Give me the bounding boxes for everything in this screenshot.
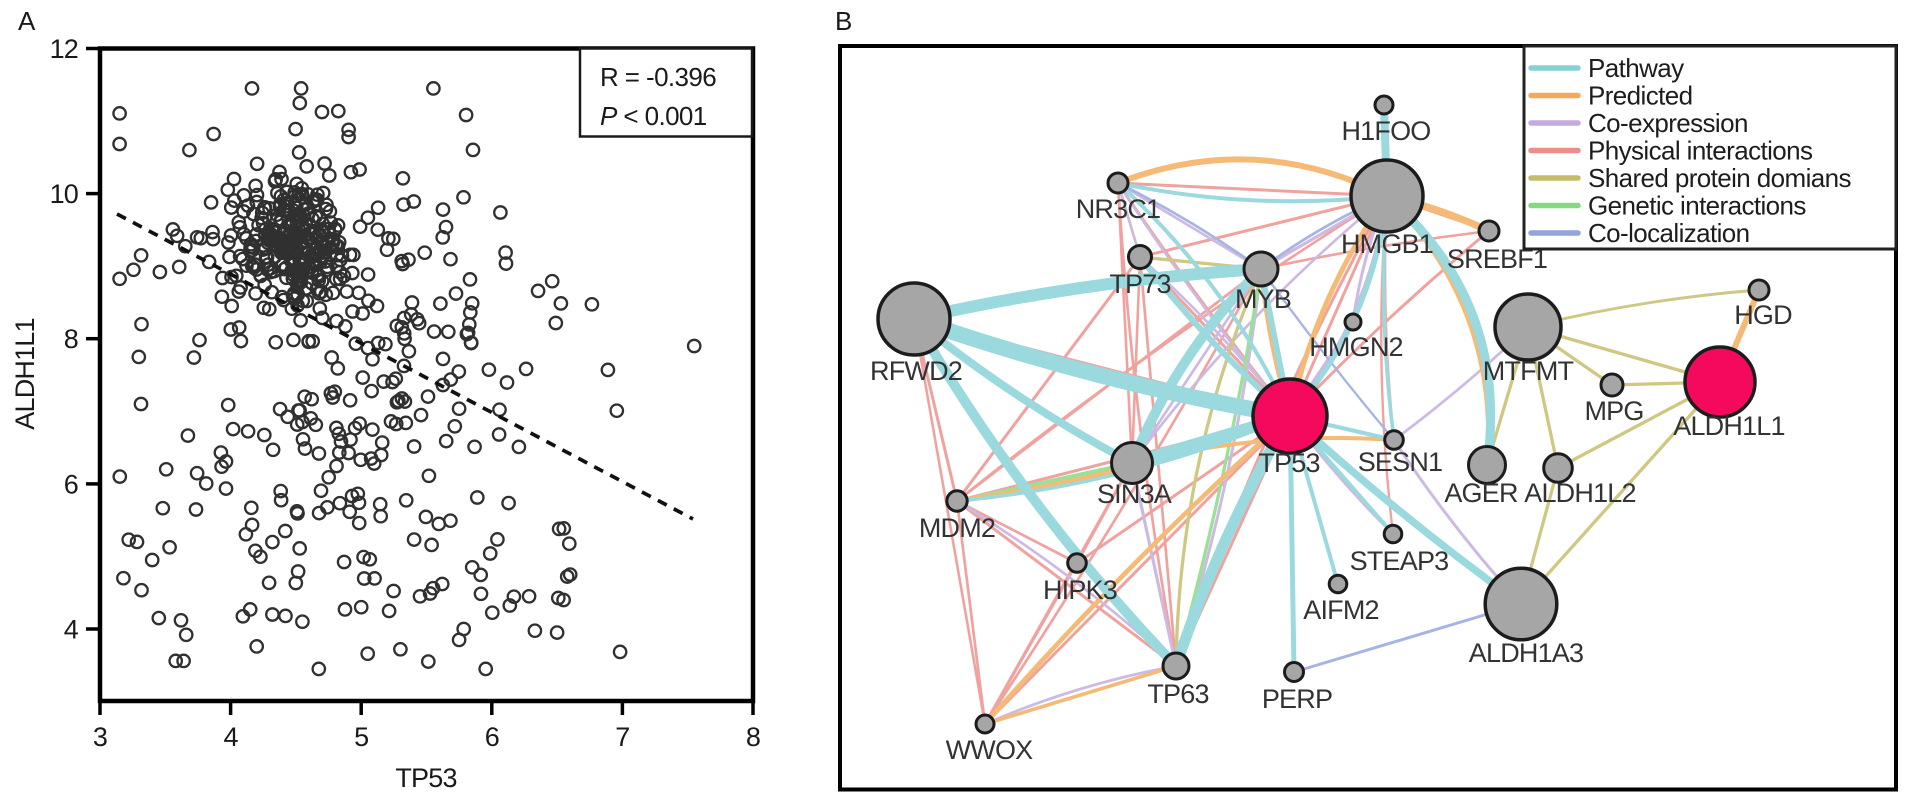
svg-text:MYB: MYB — [1235, 284, 1291, 314]
svg-text:HMGN2: HMGN2 — [1309, 332, 1403, 362]
svg-text:4: 4 — [64, 615, 79, 645]
svg-text:Co-localization: Co-localization — [1588, 218, 1750, 248]
svg-text:8: 8 — [64, 324, 78, 354]
svg-text:RFWD2: RFWD2 — [870, 356, 962, 386]
svg-text:ALDH1L1: ALDH1L1 — [1673, 411, 1784, 441]
svg-text:Shared protein domians: Shared protein domians — [1588, 163, 1851, 193]
svg-text:6: 6 — [485, 722, 499, 752]
svg-text:ALDH1L1: ALDH1L1 — [10, 318, 40, 429]
svg-text:MPG: MPG — [1584, 396, 1643, 426]
svg-text:TP53: TP53 — [1258, 448, 1319, 478]
svg-text:STEAP3: STEAP3 — [1350, 546, 1449, 576]
svg-text:3: 3 — [93, 722, 107, 752]
svg-text:MDM2: MDM2 — [919, 513, 995, 543]
svg-text:AGER: AGER — [1444, 478, 1518, 508]
svg-text:ALDH1L2: ALDH1L2 — [1524, 478, 1635, 508]
svg-text:ALDH1A3: ALDH1A3 — [1469, 638, 1583, 668]
svg-text:R = -0.396: R = -0.396 — [600, 62, 716, 92]
svg-text:MTFMT: MTFMT — [1483, 356, 1574, 386]
svg-text:HGD: HGD — [1734, 300, 1792, 330]
svg-text:HMGB1: HMGB1 — [1341, 229, 1433, 259]
svg-text:PERP: PERP — [1262, 684, 1332, 714]
svg-text:HIPK3: HIPK3 — [1043, 575, 1117, 605]
svg-text:Co-expression: Co-expression — [1588, 108, 1748, 138]
svg-text:Physical interactions: Physical interactions — [1588, 136, 1813, 166]
svg-text:8: 8 — [746, 722, 760, 752]
svg-text:Predicted: Predicted — [1588, 81, 1692, 111]
svg-text:5: 5 — [354, 722, 368, 752]
svg-text:6: 6 — [64, 469, 78, 499]
svg-text:H1FOO: H1FOO — [1341, 116, 1430, 146]
svg-text:TP53: TP53 — [395, 763, 456, 793]
svg-text:B: B — [835, 6, 852, 36]
svg-text:P < 0.001: P < 0.001 — [600, 101, 707, 131]
svg-text:Pathway: Pathway — [1588, 53, 1684, 83]
svg-text:A: A — [18, 6, 36, 36]
svg-text:SIN3A: SIN3A — [1097, 479, 1172, 509]
svg-text:TP73: TP73 — [1109, 269, 1170, 299]
svg-text:Genetic interactions: Genetic interactions — [1588, 191, 1806, 221]
svg-text:12: 12 — [50, 34, 78, 64]
svg-text:AIFM2: AIFM2 — [1303, 595, 1379, 625]
svg-text:WWOX: WWOX — [946, 735, 1034, 765]
svg-text:TP63: TP63 — [1147, 679, 1208, 709]
svg-text:4: 4 — [223, 722, 238, 752]
svg-text:SESN1: SESN1 — [1358, 447, 1443, 477]
svg-text:7: 7 — [615, 722, 629, 752]
svg-text:NR3C1: NR3C1 — [1076, 194, 1161, 224]
svg-text:10: 10 — [50, 179, 78, 209]
